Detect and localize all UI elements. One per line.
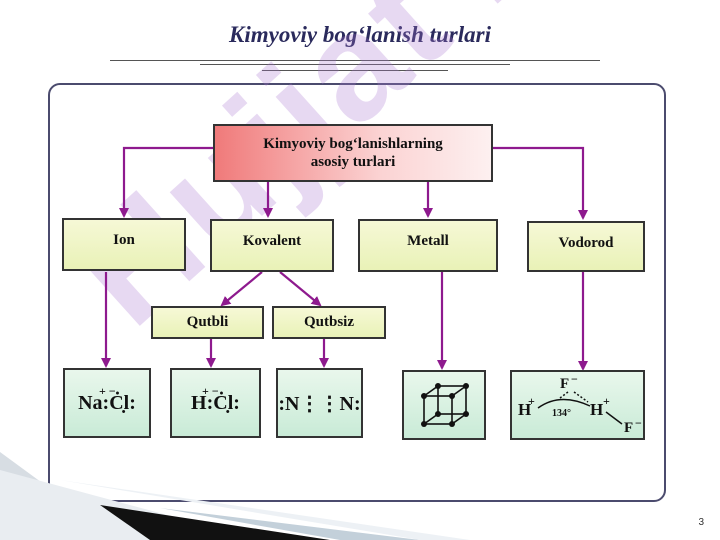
arrow-root-to-ion	[119, 146, 213, 218]
node-metall-label: Metall	[407, 233, 449, 249]
page-number: 3	[698, 517, 704, 528]
node-qutbli: Qutbli	[151, 306, 264, 339]
title-rule-1	[110, 60, 600, 61]
hbond-f-top-charge: −	[571, 372, 578, 386]
node-qutbsiz-label: Qutbsiz	[303, 314, 354, 330]
hbond-h-right-charge: +	[603, 394, 610, 408]
node-kovalent: Kovalent	[210, 219, 334, 272]
node-vodorod: Vodorod	[527, 221, 645, 272]
slide-title: Kimyoviy bog‘lanish turlari	[229, 22, 491, 47]
hbond-h-right: H	[590, 400, 604, 419]
node-qutbli-label: Qutbli	[186, 314, 229, 330]
arrow-kovalent-to-qutbli	[220, 271, 263, 307]
root-line-1: Kimyoviy bog‘lanishlarning	[263, 136, 443, 152]
hbond-h-left-charge: +	[528, 394, 535, 408]
node-ion: Ion	[62, 218, 186, 271]
arrow-kovalent-to-qutbsiz	[279, 271, 322, 307]
hbond-h-left: H	[518, 400, 532, 419]
example-qutbsiz: :N⋮⋮N:	[276, 368, 363, 438]
example-ion-charges: + −	[99, 384, 116, 398]
example-vodorod: F − H + 134° H + F −	[510, 370, 645, 440]
hbond-f-top: F	[560, 376, 570, 392]
node-kovalent-label: Kovalent	[242, 233, 302, 249]
example-qutbli: H:Ċ̣l: + −	[170, 368, 261, 438]
hbond-f-bottom: F	[624, 420, 634, 436]
root-line-2: asosiy turlari	[310, 154, 396, 170]
hydrogen-bond-diagram	[537, 391, 623, 425]
node-ion-label: Ion	[113, 232, 135, 248]
node-qutbsiz: Qutbsiz	[272, 306, 386, 339]
example-qutbli-charges: + −	[202, 384, 219, 398]
cubic-lattice-icon	[421, 383, 469, 427]
hbond-angle: 134°	[552, 408, 571, 419]
node-vodorod-label: Vodorod	[558, 235, 614, 251]
node-metall: Metall	[358, 219, 498, 272]
arrow-root-to-vodorod	[493, 146, 588, 220]
title-rule-3	[262, 70, 448, 71]
example-qutbli-formula: H:Ċ̣l:	[191, 391, 240, 414]
example-ion: Na:Ċ̣l: + −	[63, 368, 151, 438]
example-qutbsiz-formula: :N⋮⋮N:	[278, 392, 361, 415]
example-ion-formula: Na:Ċ̣l:	[78, 391, 136, 414]
hbond-f-bottom-charge: −	[635, 416, 642, 430]
example-metall	[402, 370, 486, 440]
root-node: Kimyoviy bog‘lanishlarning asosiy turlar…	[213, 124, 493, 182]
title-rule-2	[200, 64, 510, 65]
